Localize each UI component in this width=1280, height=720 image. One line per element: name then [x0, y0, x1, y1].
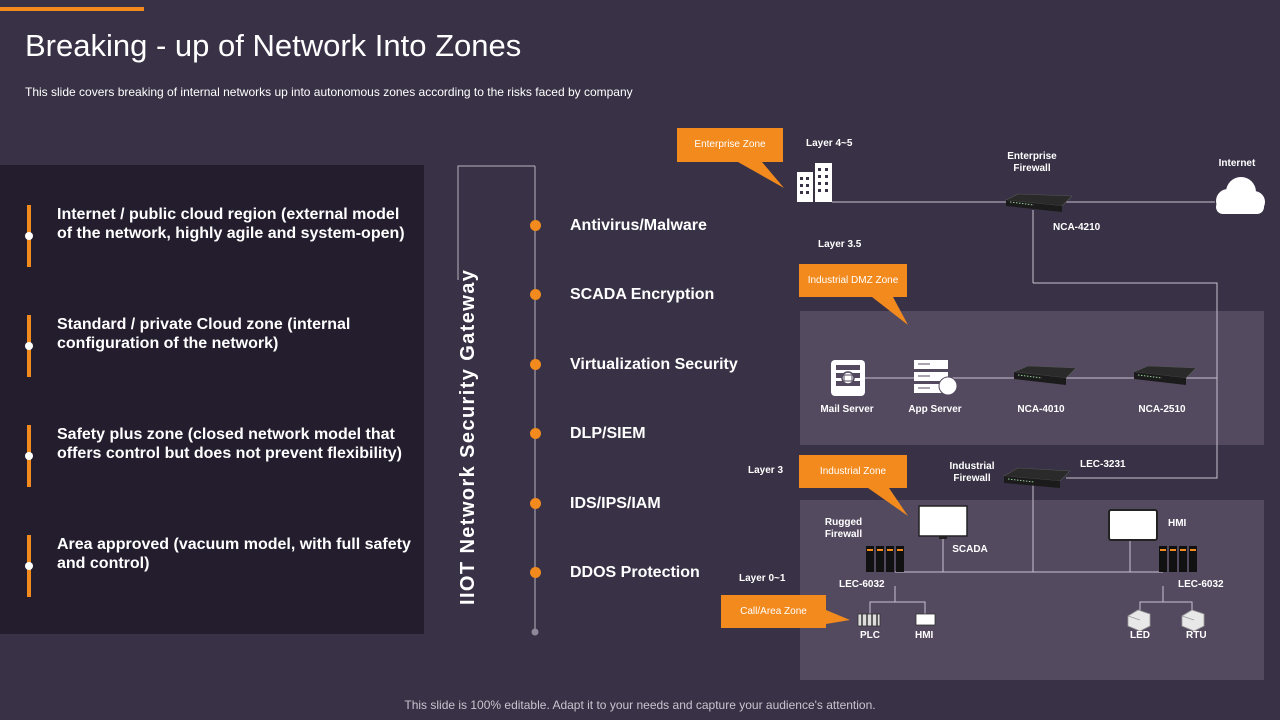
feature-ids-ips-iam: IDS/IPS/IAM — [570, 495, 661, 512]
feature-ddos-protection: DDOS Protection — [570, 564, 700, 581]
callout-pointer — [826, 610, 850, 624]
label-hmi-bottom: HMI — [915, 630, 934, 641]
label-internet: Internet — [1218, 158, 1256, 169]
industrial-zone-box — [800, 500, 1264, 680]
zone-marker-dot — [25, 342, 33, 350]
gateway-label: IIOT Network Security Gateway — [457, 268, 479, 605]
feature-dlp-siem: DLP/SIEM — [570, 425, 646, 442]
zone-item-internet: Internet / public cloud region (external… — [25, 205, 415, 267]
label-lec-6032-right: LEC-6032 — [1178, 579, 1224, 590]
router-icon-nca4010 — [1012, 365, 1077, 385]
page-subtitle: This slide covers breaking of internal n… — [25, 85, 633, 99]
zone-marker-dot — [25, 232, 33, 240]
rtu-icon — [1181, 609, 1205, 632]
feature-dot — [530, 567, 541, 578]
callout-enterprise-zone: Enterprise Zone — [677, 128, 783, 162]
label-nca-4210: NCA-4210 — [1053, 222, 1101, 233]
zone-marker-dot — [25, 452, 33, 460]
callout-call-area-zone: Call/Area Zone — [721, 595, 826, 628]
feature-antivirus: Antivirus/Malware — [570, 217, 707, 234]
feature-virtualization-security: Virtualization Security — [570, 356, 738, 373]
led-icon — [1127, 609, 1151, 632]
label-lec-3231: LEC-3231 — [1080, 459, 1126, 470]
zone-text: Safety plus zone (closed network model t… — [57, 426, 402, 462]
label-nca-4010: NCA-4010 — [1017, 404, 1065, 415]
callout-pointer — [868, 488, 908, 516]
plc-icon — [857, 613, 881, 627]
zone-item-area-approved: Area approved (vacuum model, with full s… — [25, 535, 415, 597]
feature-dot — [530, 428, 541, 439]
label-app-server: App Server — [908, 404, 962, 415]
timeline-end-dot — [531, 628, 539, 636]
app-server-icon — [914, 360, 958, 396]
callout-pointer — [738, 162, 784, 188]
label-industrial-firewall: Industrial Firewall — [949, 461, 995, 484]
router-icon-nca2510 — [1132, 365, 1197, 385]
footer-note: This slide is 100% editable. Adapt it to… — [404, 698, 876, 712]
scada-monitor-icon — [918, 505, 968, 539]
router-icon-nca4210 — [1004, 193, 1073, 212]
mail-server-icon — [831, 360, 865, 396]
label-plc: PLC — [860, 630, 880, 641]
rugged-firewall-icon-right — [1159, 546, 1197, 572]
zone-text: Standard / private Cloud zone (internal … — [57, 316, 351, 352]
hmi-small-icon — [915, 613, 936, 626]
zone-item-private-cloud: Standard / private Cloud zone (internal … — [25, 315, 415, 377]
feature-dot — [530, 220, 541, 231]
feature-dot — [530, 498, 541, 509]
label-scada: SCADA — [952, 544, 988, 555]
label-lec-6032-left: LEC-6032 — [839, 579, 885, 590]
building-icon — [797, 163, 832, 202]
feature-dot — [530, 289, 541, 300]
label-rugged-firewall: Rugged Firewall — [824, 517, 863, 540]
rugged-firewall-icon-left — [866, 546, 904, 572]
hmi-monitor-icon — [1108, 509, 1158, 541]
label-enterprise-firewall: Enterprise Firewall — [1007, 151, 1057, 174]
layer-label: Layer 3 — [748, 465, 784, 476]
zone-text: Area approved (vacuum model, with full s… — [57, 536, 411, 572]
label-led: LED — [1130, 630, 1150, 641]
feature-scada-encryption: SCADA Encryption — [570, 286, 715, 303]
cloud-icon — [1216, 177, 1265, 214]
accent-bar — [0, 7, 144, 11]
callout-industrial-zone: Industrial Zone — [799, 455, 907, 488]
zones-panel: Internet / public cloud region (external… — [0, 165, 424, 634]
layer-label: Layer 3.5 — [818, 239, 862, 250]
router-icon-lec3231 — [1003, 467, 1071, 488]
zone-item-safety-plus: Safety plus zone (closed network model t… — [25, 425, 415, 487]
callout-pointer — [872, 297, 908, 325]
page-title: Breaking - up of Network Into Zones — [25, 28, 522, 63]
label-rtu: RTU — [1186, 630, 1207, 641]
zone-marker-dot — [25, 562, 33, 570]
gateway-bracket — [457, 165, 535, 280]
callout-industrial-dmz-zone: Industrial DMZ Zone — [799, 264, 907, 297]
zone-text: Internet / public cloud region (external… — [57, 206, 405, 242]
label-nca-2510: NCA-2510 — [1138, 404, 1186, 415]
layer-label: Layer 0~1 — [739, 573, 786, 584]
feature-dot — [530, 359, 541, 370]
label-mail-server: Mail Server — [820, 404, 874, 415]
layer-label: Layer 4~5 — [806, 138, 853, 149]
label-hmi-top: HMI — [1168, 518, 1187, 529]
